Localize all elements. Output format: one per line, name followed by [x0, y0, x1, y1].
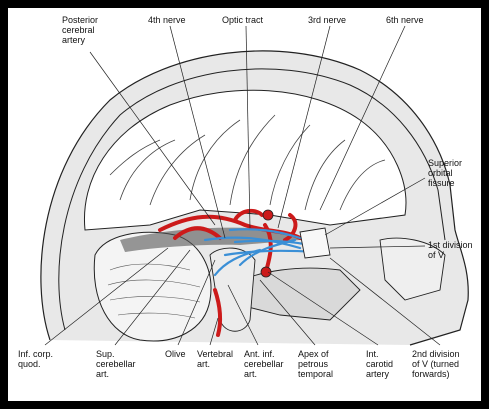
label-vertebral-art: Vertebral art. — [197, 349, 233, 369]
label-inf-corp-quod: Inf. corp. quod. — [18, 349, 53, 369]
label-3rd-nerve: 3rd nerve — [308, 15, 346, 25]
label-olive: Olive — [165, 349, 186, 359]
label-superior-orbital-fissure: Superior orbital fissure — [428, 158, 462, 188]
label-apex-petrous-temporal: Apex of petrous temporal — [298, 349, 333, 379]
label-2nd-division-v: 2nd division of V (turned forwards) — [412, 349, 460, 379]
label-posterior-cerebral-artery: Posterior cerebral artery — [62, 15, 98, 45]
label-6th-nerve: 6th nerve — [386, 15, 424, 25]
label-1st-division-v: 1st division of V — [428, 240, 473, 260]
label-4th-nerve: 4th nerve — [148, 15, 186, 25]
label-ant-inf-cerebellar-art: Ant. inf. cerebellar art. — [244, 349, 284, 379]
label-sup-cerebellar-art: Sup. cerebellar art. — [96, 349, 136, 379]
label-optic-tract: Optic tract — [222, 15, 263, 25]
label-int-carotid-artery: Int. carotid artery — [366, 349, 393, 379]
trigeminal-ganglion — [300, 228, 330, 258]
